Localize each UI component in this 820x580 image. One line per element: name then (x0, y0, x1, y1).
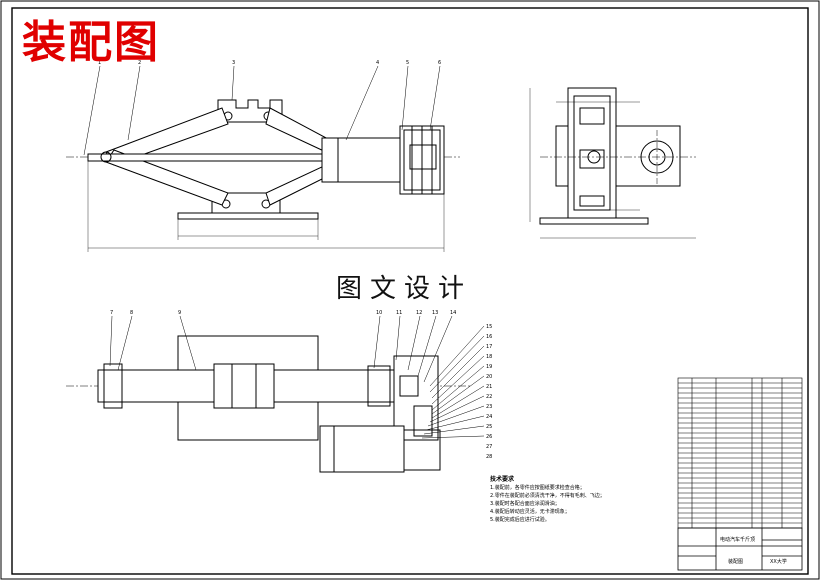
callout-1: 1 (98, 60, 101, 66)
side-view (529, 87, 696, 239)
callout-19: 19 (486, 364, 492, 370)
callout-15: 15 (486, 324, 492, 330)
callout-21: 21 (486, 384, 492, 390)
callout-12: 12 (416, 310, 422, 316)
notes-line: 5.装配完成后应进行试验。 (490, 517, 550, 523)
title-block-name: 电动汽车千斤顶 (720, 537, 756, 543)
callout-4: 4 (376, 60, 379, 66)
callout-9: 9 (178, 310, 181, 316)
callout-13: 13 (432, 310, 438, 316)
callout-11: 11 (396, 310, 402, 316)
title-block (677, 527, 803, 571)
callouts-bottom: 7 8 9 10 11 12 13 14 15 16 17 18 19 20 2… (110, 310, 492, 460)
callout-28: 28 (486, 454, 492, 460)
drawing-title: 装配图 (22, 17, 160, 68)
callout-18: 18 (486, 354, 492, 360)
title-block-school: XX大学 (770, 559, 787, 565)
callout-17: 17 (486, 344, 492, 350)
callout-25: 25 (486, 424, 492, 430)
callout-10: 10 (376, 310, 382, 316)
front-view (66, 65, 460, 252)
watermark-text: 图文设计 (336, 274, 473, 304)
callout-3: 3 (232, 60, 235, 66)
callout-2: 2 (138, 60, 141, 66)
notes-line: 4.装配后转动应灵活，无卡滞现象； (490, 509, 570, 515)
notes-line: 2.零件在装配前必须清洗干净，不得有毛刺、飞边； (490, 493, 605, 499)
callout-26: 26 (486, 434, 492, 440)
callout-6: 6 (438, 60, 441, 66)
technical-notes: 技术要求 1.装配前，各零件应按图纸要求检查合格； 2.零件在装配前必须清洗干净… (490, 476, 660, 524)
callout-16: 16 (486, 334, 492, 340)
callout-14: 14 (450, 310, 456, 316)
title-block-type: 装配图 (728, 559, 744, 565)
callout-27: 27 (486, 444, 492, 450)
callout-23: 23 (486, 404, 492, 410)
callout-20: 20 (486, 374, 492, 380)
callout-5: 5 (406, 60, 409, 66)
callout-8: 8 (130, 310, 133, 316)
callout-24: 24 (486, 414, 492, 420)
callout-7: 7 (110, 310, 113, 316)
notes-heading: 技术要求 (490, 476, 515, 483)
callout-22: 22 (486, 394, 492, 400)
top-view (66, 315, 485, 473)
frame-border (11, 7, 809, 575)
callouts-top: 1 2 3 4 5 6 (98, 60, 441, 66)
notes-line: 1.装配前，各零件应按图纸要求检查合格； (490, 485, 585, 491)
notes-line: 3.装配时各配合面应涂润滑油； (490, 501, 560, 507)
parts-list (677, 377, 803, 529)
